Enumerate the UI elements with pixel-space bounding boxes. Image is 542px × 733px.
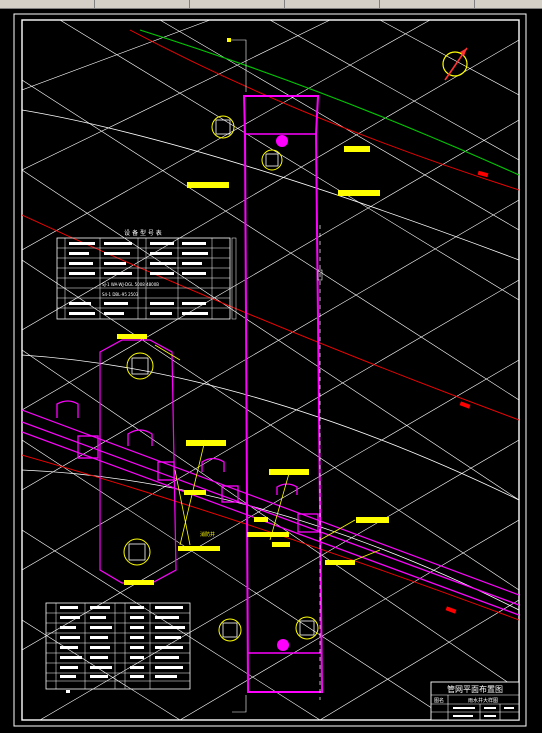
callout-symbols[interactable] <box>123 115 319 642</box>
service-line-top-mark <box>227 38 231 42</box>
yellow-tag <box>117 334 147 339</box>
yellow-tag <box>186 440 226 446</box>
callout-symbol <box>126 352 154 380</box>
equipment-row-2: S4-1 DBL-95 2503 <box>102 292 139 297</box>
green-pipeline <box>139 29 519 176</box>
valve-node-top[interactable] <box>276 135 288 147</box>
yellow-tag <box>247 532 289 537</box>
valve-node-bottom[interactable] <box>277 639 289 651</box>
toolbar-cell <box>380 0 475 8</box>
yellow-tag <box>344 146 370 152</box>
toolbar-strip <box>0 0 542 9</box>
yellow-tag <box>269 469 309 475</box>
outlet-label: 消防井 <box>200 531 215 538</box>
callout-symbol <box>295 616 319 640</box>
equipment-table: 设 备 型 号 表 <box>56 229 237 320</box>
title-block: 管网平面布置图 图名 雨水井大样图 <box>430 681 520 721</box>
service-line-bottom <box>232 695 247 713</box>
tank-corridor[interactable] <box>242 95 324 693</box>
yellow-tag <box>187 182 229 188</box>
sheet-border-outer <box>13 13 527 727</box>
yellow-tag <box>272 542 290 547</box>
dashed-pipe-mark <box>317 269 323 281</box>
yellow-tag <box>325 560 355 565</box>
road-edges <box>22 109 519 611</box>
yellow-tag <box>356 517 389 523</box>
callout-symbol <box>218 618 242 642</box>
callout-symbol <box>211 115 235 139</box>
service-line-top <box>230 39 247 92</box>
left-tank[interactable] <box>99 339 177 584</box>
toolbar-cell <box>0 0 95 8</box>
titleblock-label-left: 图名 <box>434 697 444 704</box>
red-pipelines <box>22 29 519 621</box>
grid-lines-a <box>22 20 519 720</box>
titleblock-subtitle: 雨水井大样图 <box>468 697 498 704</box>
yellow-tag <box>178 546 220 551</box>
leader-lines <box>154 344 381 563</box>
toolbar-cell <box>95 0 190 8</box>
equipment-row-1: SJ-1 WA-WJ-DGL 5008 4800B <box>102 282 159 287</box>
toolbar-cell <box>190 0 285 8</box>
yellow-tag <box>184 490 206 495</box>
yellow-tag <box>338 190 380 196</box>
north-arrow-icon <box>442 47 468 81</box>
yellow-tag <box>124 580 154 585</box>
red-markers <box>445 170 489 614</box>
callout-symbol <box>261 149 283 171</box>
toolbar-cell <box>285 0 380 8</box>
legend-table <box>45 602 191 693</box>
titleblock-title: 管网平面布置图 <box>447 684 503 694</box>
equipment-table-title: 设 备 型 号 表 <box>124 229 162 237</box>
yellow-label-tags[interactable] <box>117 146 389 585</box>
yellow-tag <box>254 517 268 522</box>
callout-symbol <box>123 538 151 566</box>
grid-lines-b <box>22 20 519 720</box>
magenta-main-pipes <box>22 409 519 616</box>
